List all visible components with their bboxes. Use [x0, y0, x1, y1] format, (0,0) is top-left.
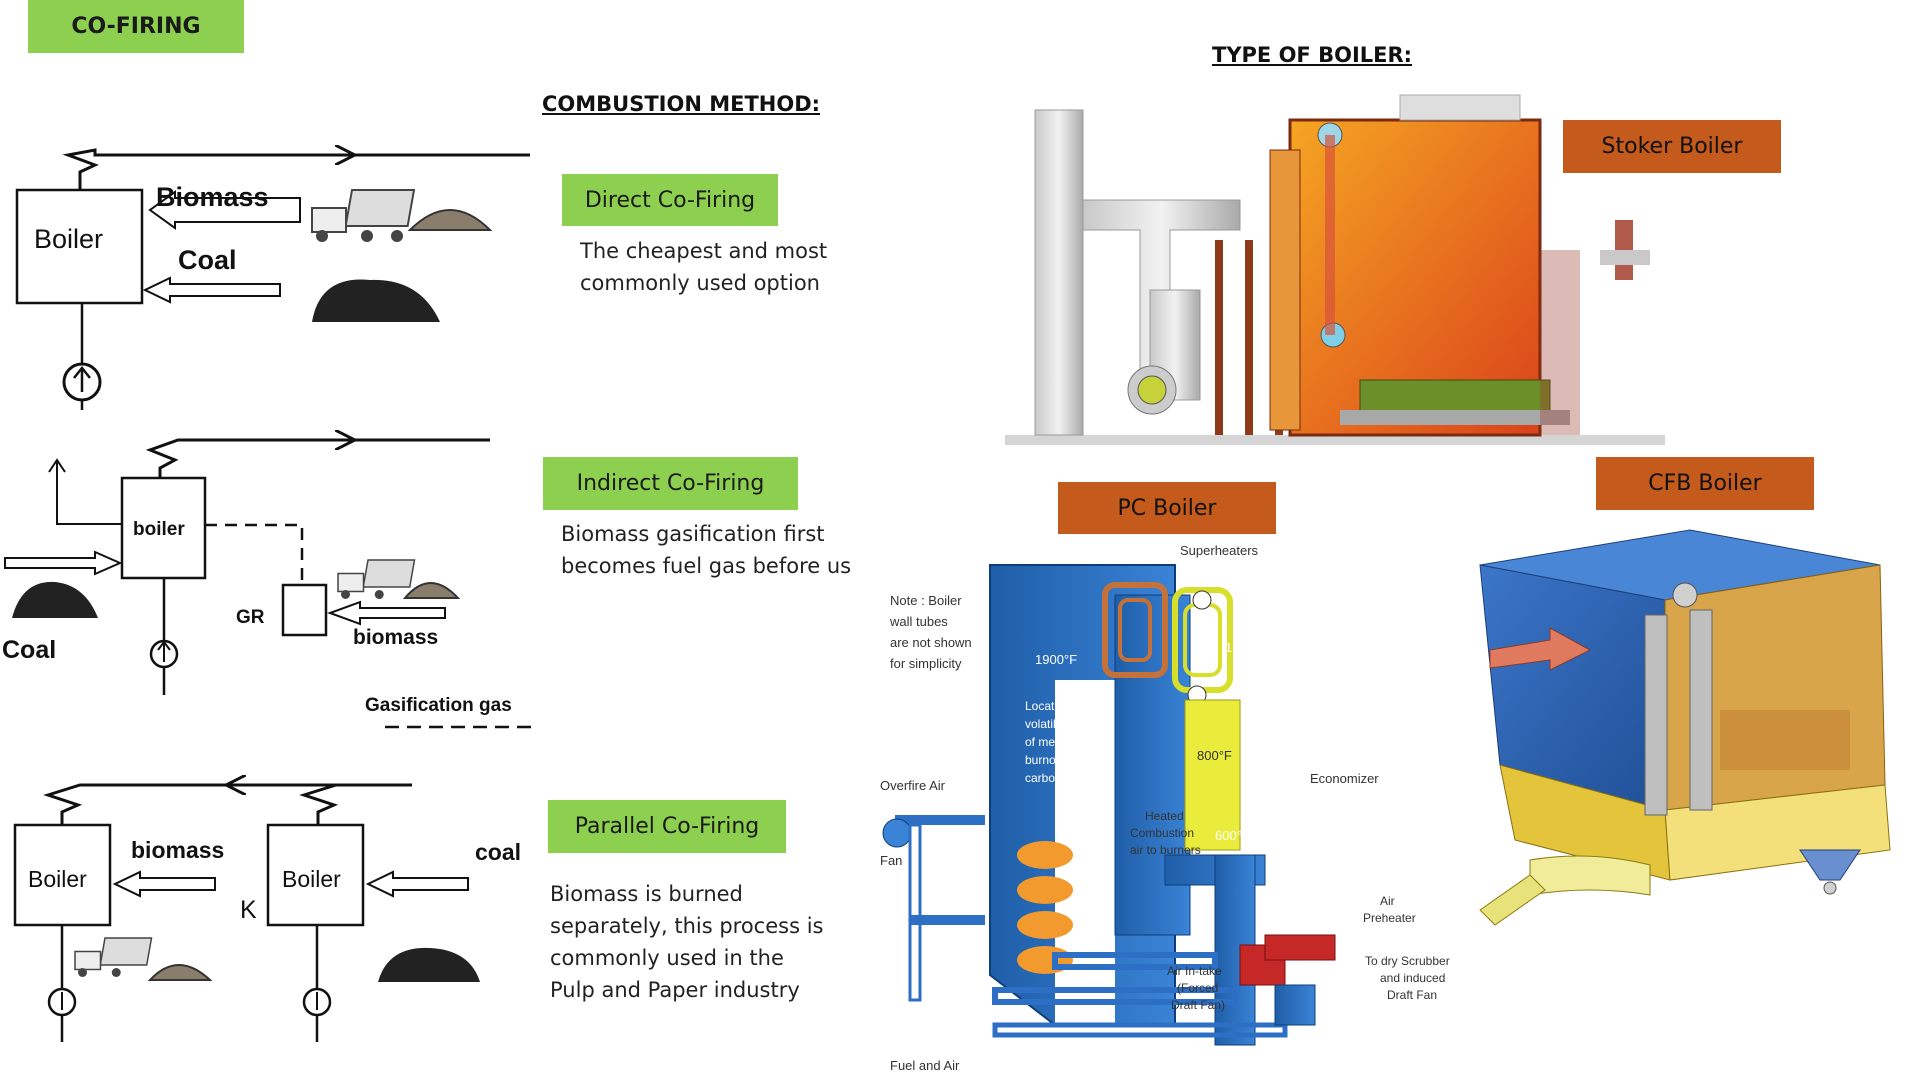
- svg-text:Note : Boiler: Note : Boiler: [890, 593, 962, 608]
- pc-overfire-label: Overfire Air: [880, 778, 946, 793]
- indirect-dump-truck-icon: [337, 559, 416, 599]
- svg-text:for simplicity: for simplicity: [890, 656, 962, 671]
- indirect-biomass-label: biomass: [353, 626, 438, 649]
- parallel-coal-pile-icon: [378, 947, 480, 982]
- pc-air-intake-text: Air In-take (Forced Draft Fan): [1167, 964, 1225, 1012]
- pc-fan-icon: [882, 818, 912, 848]
- pc-scrubber-text: To dry Scrubber and induced Draft Fan: [1365, 954, 1450, 1002]
- direct-co-firing-tag: Direct Co-Firing: [562, 174, 778, 226]
- gasification-gas-label: Gasification gas: [365, 695, 512, 716]
- pc-temp-1200: 1200°F: [1225, 640, 1267, 655]
- svg-text:Draft Fan): Draft Fan): [1171, 998, 1225, 1012]
- indirect-coal-label: Coal: [2, 636, 56, 664]
- pc-fuel-air-label: Fuel and Air: [890, 1058, 960, 1073]
- svg-text:Location of: Location of: [1025, 699, 1084, 713]
- pc-note-text: Note : Boiler wall tubes are not shown f…: [889, 593, 972, 671]
- coal-pile-icon: [312, 279, 440, 322]
- cfb-ash-hopper: [1799, 849, 1861, 881]
- svg-text:burnout of: burnout of: [1025, 753, 1080, 767]
- parallel-co-firing-description: Biomass is burned separately, this proce…: [550, 882, 824, 1002]
- svg-text:(Forced: (Forced: [1177, 981, 1218, 995]
- cfb-air-inlet-arrow: [1489, 627, 1592, 671]
- svg-text:Heated: Heated: [1145, 809, 1184, 823]
- stoker-chimney: [1034, 109, 1084, 436]
- indirect-boiler-label: boiler: [133, 519, 185, 540]
- pc-temp-1900: 1900°F: [1035, 652, 1077, 667]
- parallel-boiler-1-box: [13, 823, 112, 927]
- gasifier-label: GR: [236, 607, 265, 628]
- indirect-biomass-pile-icon: [402, 582, 461, 599]
- svg-text:wall tubes: wall tubes: [889, 614, 948, 629]
- svg-text:of metals and: of metals and: [1025, 735, 1097, 749]
- pc-temp-350: 350°F: [1315, 1010, 1350, 1025]
- pc-economizer-label: Economizer: [1310, 771, 1379, 786]
- stoker-boiler-tag: Stoker Boiler: [1563, 120, 1781, 173]
- direct-biomass-label: Biomass: [156, 182, 269, 212]
- parallel-dump-truck-icon: [74, 937, 153, 977]
- svg-text:volatilization: volatilization: [1025, 717, 1090, 731]
- pc-temp-600: 600°F: [1215, 828, 1250, 843]
- svg-text:carbon particles: carbon particles: [1025, 771, 1110, 785]
- boiler-type-heading: TYPE OF BOILER:: [1212, 43, 1413, 67]
- direct-boiler-label: Boiler: [34, 224, 103, 254]
- pc-economizer: [1184, 699, 1241, 851]
- direct-coal-label: Coal: [178, 245, 237, 275]
- gasifier-box: [281, 583, 328, 637]
- direct-co-firing-description: The cheapest and most commonly used opti…: [580, 239, 828, 295]
- parallel-co-firing-tag: Parallel Co-Firing: [548, 800, 786, 853]
- svg-text:To dry Scrubber: To dry Scrubber: [1365, 954, 1450, 968]
- pc-boiler-illustration: Note : Boiler wall tubes are not shown f…: [880, 543, 1450, 1073]
- parallel-biomass-pile-icon: [147, 964, 213, 981]
- indirect-coal-pile-icon: [12, 581, 98, 618]
- stoker-boiler-illustration: [1005, 94, 1665, 445]
- dump-truck-icon: [311, 189, 416, 242]
- pc-fan-label: Fan: [880, 853, 902, 868]
- parallel-boiler-2-box: [266, 823, 365, 927]
- pc-superheater-coils: [1102, 582, 1168, 678]
- svg-text:Air In-take: Air In-take: [1167, 964, 1222, 978]
- stoker-grate: [1359, 379, 1551, 416]
- pc-boiler-tag: PC Boiler: [1058, 482, 1276, 534]
- pc-air-preheater-text: Air Preheater: [1363, 894, 1416, 925]
- svg-text:Preheater: Preheater: [1363, 911, 1416, 925]
- indirect-co-firing-description: Biomass gasification first becomes fuel …: [561, 522, 852, 578]
- parallel-boiler-2-label: Boiler: [282, 866, 341, 892]
- parallel-co-firing-diagram: Boiler Boiler K biomass coal: [13, 760, 521, 1042]
- svg-text:and induced: and induced: [1380, 971, 1445, 985]
- parallel-boiler-1-label: Boiler: [28, 866, 87, 892]
- biomass-arrow: [148, 190, 301, 230]
- indirect-co-firing-diagram: boiler Coal GR biomass Gasification gas: [2, 420, 535, 729]
- pc-location-text: Location of volatilization of metals and…: [1025, 699, 1110, 785]
- cfb-boiler-tag: CFB Boiler: [1596, 457, 1814, 510]
- svg-text:Draft Fan: Draft Fan: [1387, 988, 1437, 1002]
- svg-text:Combustion: Combustion: [1130, 826, 1194, 840]
- direct-co-firing-diagram: Boiler Biomass Coal: [15, 130, 530, 410]
- pc-heated-air-text: Heated Combustion air to burners: [1130, 809, 1201, 857]
- cfb-boiler-illustration: [1479, 529, 1891, 926]
- pc-temp-800: 800°F: [1197, 748, 1232, 763]
- parallel-coal-label: coal: [475, 839, 521, 865]
- indirect-co-firing-tag: Indirect Co-Firing: [543, 457, 798, 510]
- parallel-biomass-label: biomass: [131, 837, 224, 863]
- svg-text:are not shown: are not shown: [890, 635, 972, 650]
- combustion-method-heading: COMBUSTION METHOD:: [542, 92, 821, 116]
- biomass-pile-icon: [407, 209, 493, 231]
- pc-superheaters-label: Superheaters: [1180, 543, 1259, 558]
- direct-boiler-box: [15, 188, 144, 305]
- svg-text:air to burners: air to burners: [1130, 843, 1201, 857]
- svg-text:Air: Air: [1380, 894, 1395, 908]
- co-firing-title: CO-FIRING: [71, 14, 201, 39]
- flue-line: [62, 148, 530, 190]
- parallel-link-label: K: [240, 896, 257, 924]
- co-firing-title-tag: CO-FIRING: [28, 0, 244, 53]
